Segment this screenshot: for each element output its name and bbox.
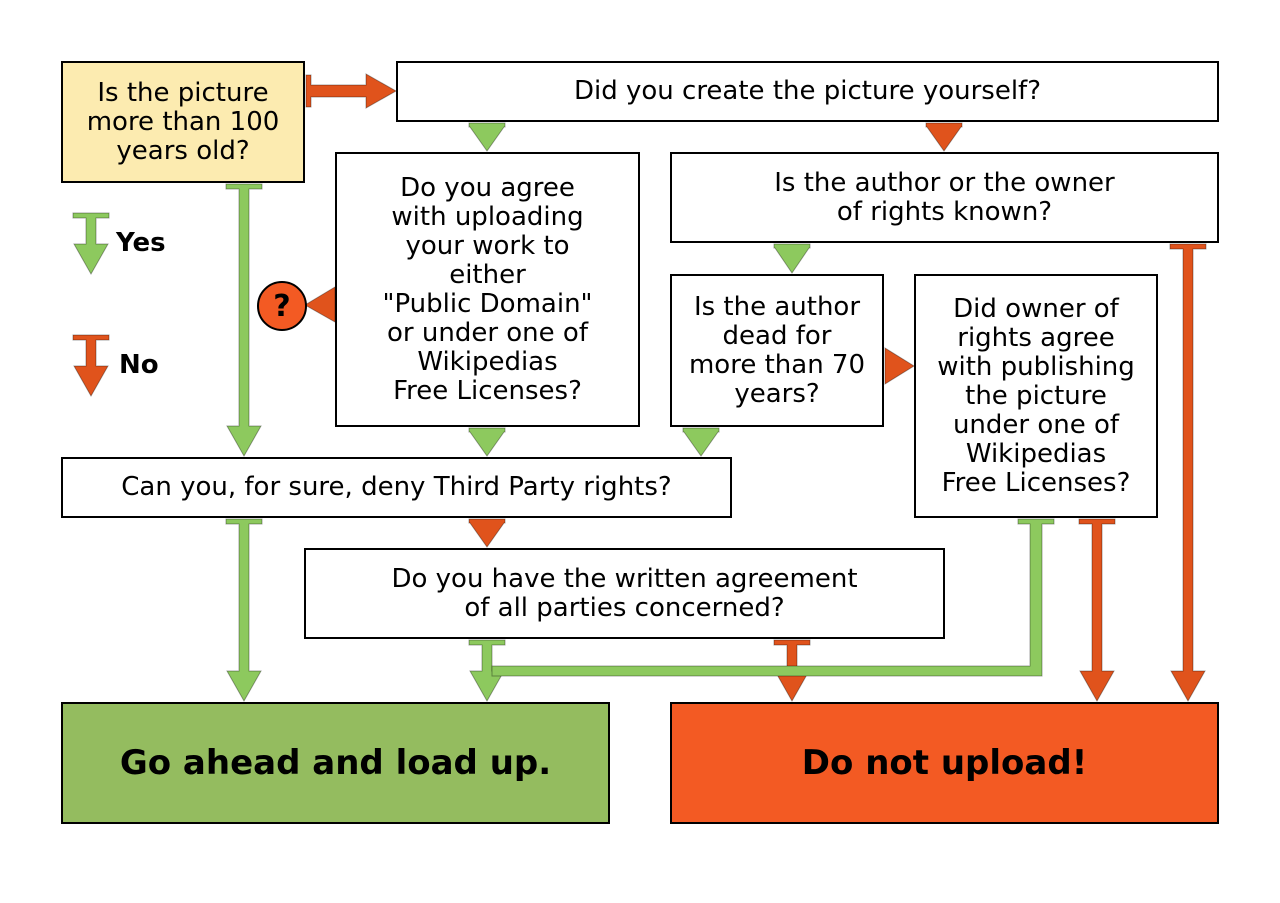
arrow-owner-agree-yes	[491, 518, 1055, 677]
node-agree-license: Do you agree with uploading your work to…	[335, 152, 640, 427]
arrow-agree-yes	[468, 427, 506, 457]
unknown-question-mark: ?	[273, 288, 291, 324]
arrow-author-known-yes	[773, 243, 811, 274]
node-owner-agree: Did owner of rights agree with publishin…	[914, 274, 1158, 518]
arrow-age-no	[305, 73, 398, 109]
arrow-agree-no	[304, 286, 336, 323]
node-third-party: Can you, for sure, deny Third Party righ…	[61, 457, 732, 518]
legend-no-label: No	[119, 350, 159, 380]
arrow-third-party-yes	[225, 518, 263, 703]
legend-yes-label: Yes	[116, 228, 166, 258]
unknown-circle	[257, 281, 307, 331]
arrow-create-no	[925, 122, 963, 152]
node-author-known: Is the author or the owner of rights kno…	[670, 152, 1219, 243]
arrow-author-dead-yes	[682, 427, 720, 457]
arrow-author-known-no	[1169, 243, 1207, 703]
legend-yes-arrow	[72, 212, 110, 276]
legend-no-arrow	[72, 334, 110, 398]
node-written-agreement: Do you have the written agreement of all…	[304, 548, 945, 639]
arrow-create-yes	[468, 122, 506, 152]
node-go-ahead: Go ahead and load up.	[61, 702, 610, 824]
arrow-age-yes	[225, 183, 263, 458]
node-create-yourself: Did you create the picture yourself?	[396, 61, 1219, 122]
node-do-not-upload: Do not upload!	[670, 702, 1219, 824]
arrow-third-party-no	[468, 518, 506, 548]
node-author-dead: Is the author dead for more than 70 year…	[670, 274, 884, 427]
arrow-written-yes	[468, 639, 506, 703]
arrow-author-dead-no	[884, 347, 915, 385]
node-picture-age: Is the picture more than 100 years old?	[61, 61, 305, 183]
arrow-owner-agree-no	[1078, 518, 1116, 703]
